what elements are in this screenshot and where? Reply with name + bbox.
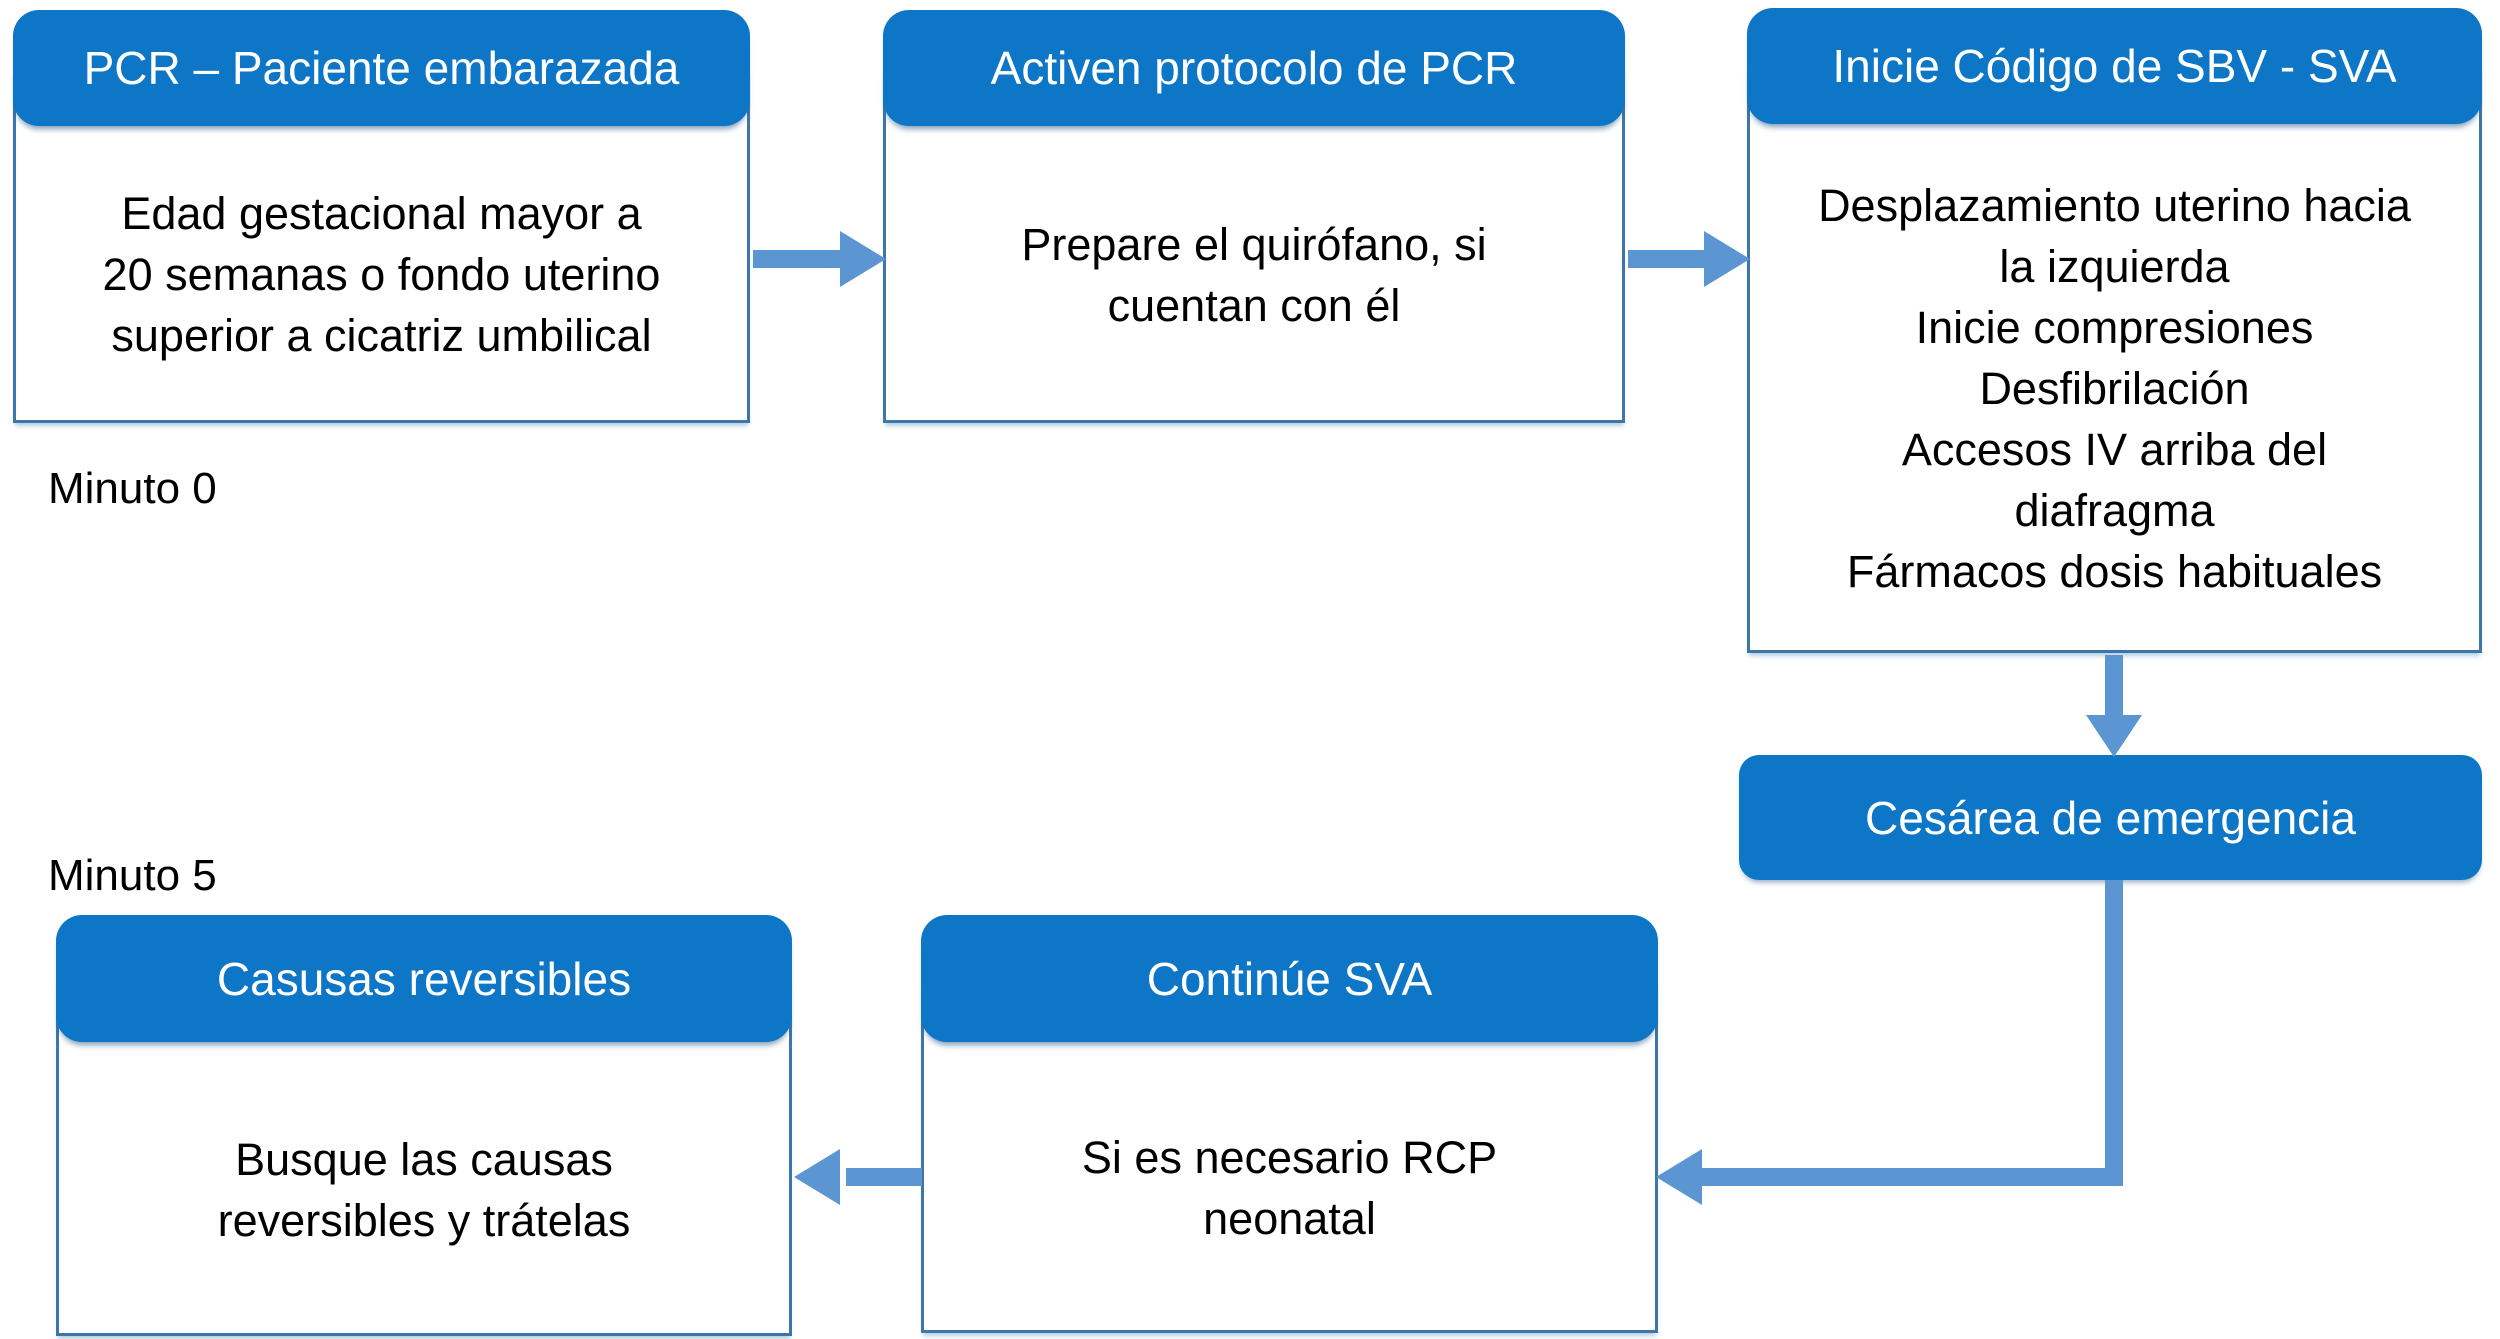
node-inicie-codigo-sbv-sva-header: Inicie Código de SBV - SVA bbox=[1747, 8, 2482, 124]
node-continue-sva: Si es necesario RCP neonatal Continúe SV… bbox=[921, 915, 1658, 1333]
node-inicie-codigo-sbv-sva-body: Desplazamiento uterino hacia la izquierd… bbox=[1747, 66, 2482, 653]
node-continue-sva-title: Continúe SVA bbox=[1146, 952, 1433, 1005]
arrow-right-icon bbox=[840, 231, 886, 287]
node-pcr-paciente-embarazada-body-text: Edad gestacional mayor a 20 semanas o fo… bbox=[102, 188, 661, 361]
arrow-cesarea-to-continue-vertical-stem bbox=[2105, 880, 2123, 1177]
arrow-continue-to-causas-stem bbox=[846, 1168, 922, 1186]
arrow-left-icon bbox=[1656, 1149, 1702, 1205]
arrow-down-icon bbox=[2086, 715, 2142, 757]
node-activen-protocolo-pcr-title: Activen protocolo de PCR bbox=[990, 42, 1518, 94]
node-causas-reversibles-title: Casusas reversibles bbox=[216, 952, 632, 1005]
node-inicie-codigo-sbv-sva-body-text: Desplazamiento uterino hacia la izquierd… bbox=[1818, 180, 2411, 597]
node-causas-reversibles-header: Casusas reversibles bbox=[56, 915, 792, 1042]
action-box-cesarea-de-emergencia: Cesárea de emergencia bbox=[1739, 755, 2482, 880]
node-continue-sva-header: Continúe SVA bbox=[921, 915, 1658, 1042]
node-activen-protocolo-pcr-body-text: Prepare el quirófano, si cuentan con él bbox=[1021, 218, 1487, 331]
node-activen-protocolo-pcr: Prepare el quirófano, si cuentan con él … bbox=[883, 10, 1625, 423]
node-causas-reversibles-body-text: Busque las causas reversibles y trátelas bbox=[217, 1133, 631, 1246]
arrow-left-icon bbox=[794, 1149, 840, 1205]
arrow-right-icon bbox=[1704, 231, 1750, 287]
node-pcr-paciente-embarazada-body: Edad gestacional mayor a 20 semanas o fo… bbox=[13, 68, 750, 423]
node-pcr-paciente-embarazada-title: PCR – Paciente embarazada bbox=[83, 42, 680, 94]
arrow-inicie-to-cesarea-stem bbox=[2105, 655, 2123, 717]
action-box-cesarea-title: Cesárea de emergencia bbox=[1865, 791, 2356, 844]
arrow-activen-to-inicie-stem bbox=[1628, 250, 1708, 268]
node-activen-protocolo-pcr-header: Activen protocolo de PCR bbox=[883, 10, 1625, 126]
timeline-label-minuto-0: Minuto 0 bbox=[48, 464, 217, 513]
timeline-label-minuto-5: Minuto 5 bbox=[48, 851, 217, 900]
node-continue-sva-body-text: Si es necesario RCP neonatal bbox=[1081, 1132, 1498, 1244]
node-inicie-codigo-sbv-sva-title: Inicie Código de SBV - SVA bbox=[1832, 40, 2397, 92]
arrow-cesarea-to-continue-horizontal-stem bbox=[1700, 1168, 2123, 1186]
node-inicie-codigo-sbv-sva: Desplazamiento uterino hacia la izquierd… bbox=[1747, 8, 2482, 653]
node-activen-protocolo-pcr-body: Prepare el quirófano, si cuentan con él bbox=[883, 68, 1625, 423]
arrow-pcr-to-activen-stem bbox=[753, 250, 845, 268]
node-pcr-paciente-embarazada: Edad gestacional mayor a 20 semanas o fo… bbox=[13, 10, 750, 423]
node-pcr-paciente-embarazada-header: PCR – Paciente embarazada bbox=[13, 10, 750, 126]
node-causas-reversibles: Busque las causas reversibles y trátelas… bbox=[56, 915, 792, 1336]
